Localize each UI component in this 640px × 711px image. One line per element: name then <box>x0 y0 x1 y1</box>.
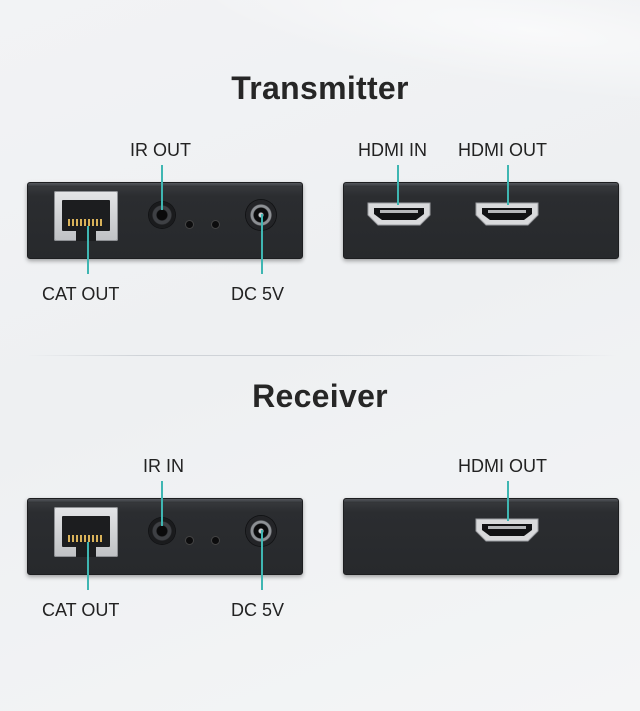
rx-cat-out-label: CAT OUT <box>42 600 120 620</box>
tx-cat-out-label: CAT OUT <box>42 284 120 304</box>
tx-cat-callout-line <box>87 226 89 274</box>
rx-led-1 <box>186 537 193 544</box>
rx-hdmi-out-label: HDMI OUT <box>458 456 547 476</box>
tx-ir-out-label: IR OUT <box>130 140 191 160</box>
rx-hdmi-unit <box>343 498 619 575</box>
transmitter-title: Transmitter <box>231 70 409 106</box>
tx-dc-callout-line <box>261 214 263 274</box>
receiver-title: Receiver <box>252 378 388 414</box>
rx-ethernet-unit <box>27 498 303 575</box>
rx-ir-in-label: IR IN <box>143 456 185 476</box>
tx-hdmi-in-callout-line <box>397 165 399 205</box>
tx-hdmi-out-port <box>475 202 539 226</box>
tx-rj45-port <box>54 191 118 241</box>
section-divider <box>24 355 616 356</box>
tx-hdmi-in-label: HDMI IN <box>358 140 427 160</box>
tx-hdmi-out-label: HDMI OUT <box>458 140 547 160</box>
tx-hdmi-unit <box>343 182 619 259</box>
rx-cat-callout-line <box>87 542 89 590</box>
rx-hdmi-out-port <box>475 518 539 542</box>
rx-hdmi-out-callout-line <box>507 481 509 521</box>
rx-rj45-port <box>54 507 118 557</box>
rx-dc-label: DC 5V <box>231 600 285 620</box>
tx-hdmi-in-port <box>367 202 431 226</box>
tx-led-2 <box>212 221 219 228</box>
tx-hdmi-out-callout-line <box>507 165 509 205</box>
rx-dc-callout-line <box>261 530 263 590</box>
rx-led-2 <box>212 537 219 544</box>
rx-ir-callout-line <box>161 481 163 526</box>
tx-led-1 <box>186 221 193 228</box>
tx-ir-callout-line <box>161 165 163 210</box>
tx-dc-label: DC 5V <box>231 284 285 304</box>
